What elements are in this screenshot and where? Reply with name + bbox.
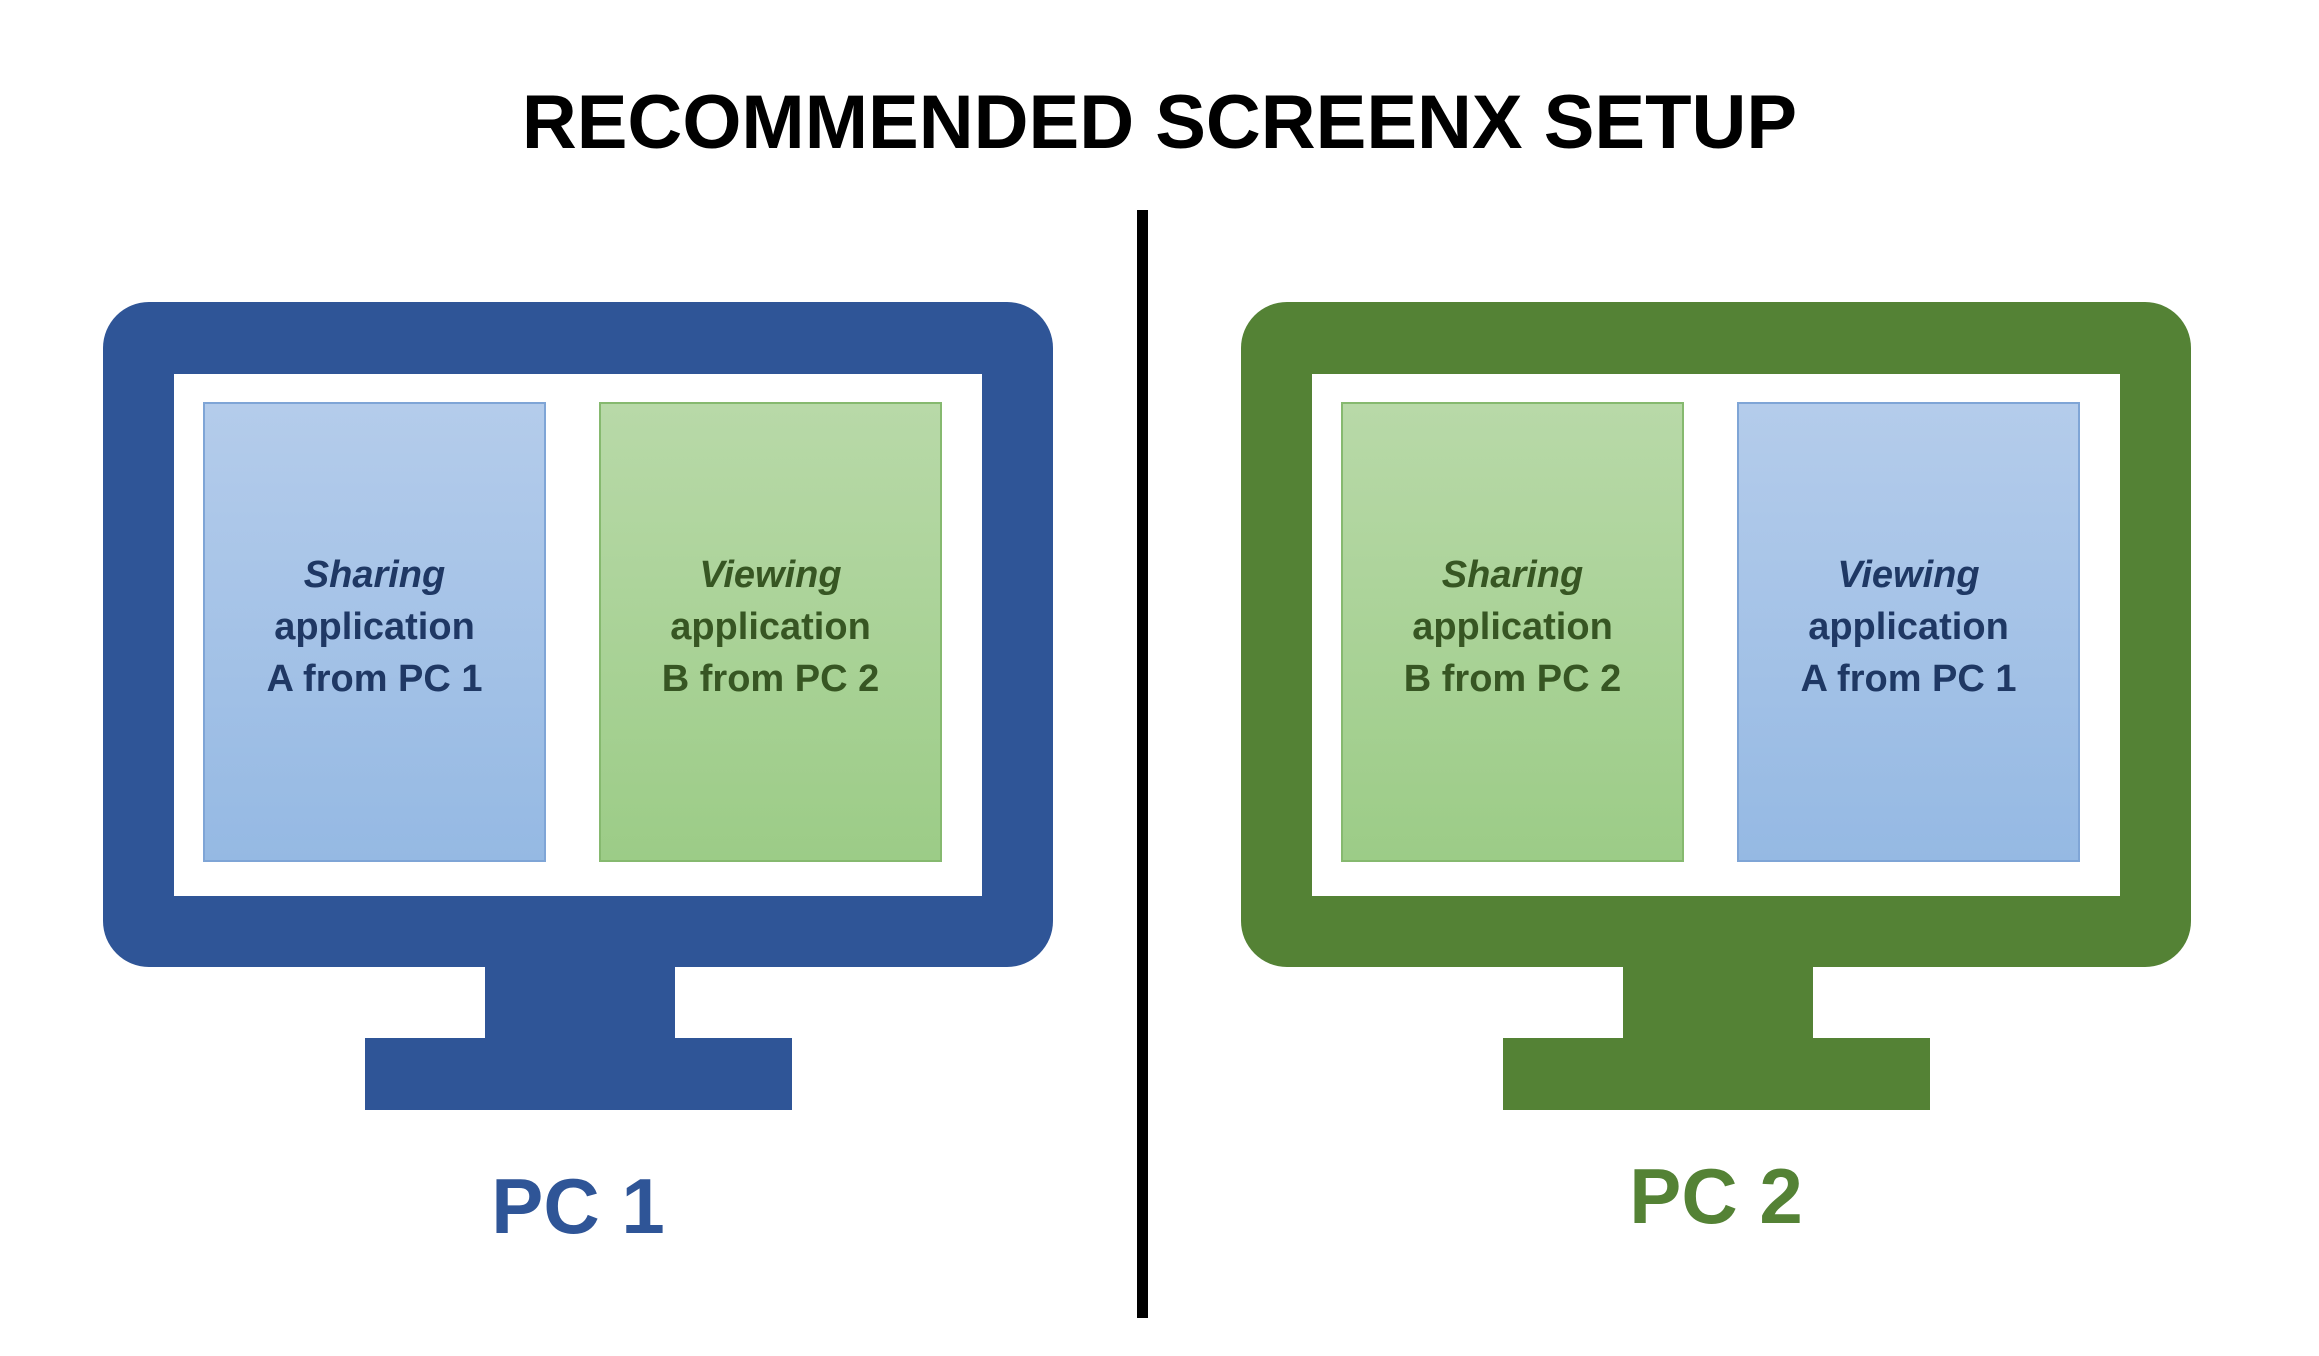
panel-line: application — [1808, 606, 2009, 648]
panel-verb: Viewing — [699, 554, 842, 596]
monitor-neck — [485, 960, 675, 1040]
monitor-neck — [1623, 960, 1813, 1040]
monitor-base — [1503, 1038, 1930, 1110]
panel-line: A from PC 1 — [1800, 658, 2017, 700]
panel-verb: Sharing — [303, 554, 446, 596]
panel-verb: Viewing — [1837, 554, 1980, 596]
monitor-screen: Sharing application B from PC 2 Viewing … — [1312, 374, 2120, 896]
center-divider — [1137, 210, 1148, 1318]
panel-line: A from PC 1 — [266, 658, 483, 700]
panel-verb: Sharing — [1441, 554, 1584, 596]
panel-line: B from PC 2 — [1403, 658, 1622, 700]
monitor-pc1: Sharing application A from PC 1 Viewing … — [103, 0, 1053, 1356]
monitor-bezel: Sharing application A from PC 1 Viewing … — [103, 302, 1053, 967]
panel-viewing-application: Viewing application A from PC 1 — [1737, 402, 2080, 862]
monitor-screen: Sharing application A from PC 1 Viewing … — [174, 374, 982, 896]
monitor-base — [365, 1038, 792, 1110]
monitor-bezel: Sharing application B from PC 2 Viewing … — [1241, 302, 2191, 967]
panel-line: application — [274, 606, 475, 648]
panel-viewing-application: Viewing application B from PC 2 — [599, 402, 942, 862]
diagram-title: RECOMMENDED SCREENX SETUP — [521, 80, 1798, 165]
pc-label: PC 1 — [491, 1162, 665, 1250]
panel-sharing-application: Sharing application A from PC 1 — [203, 402, 546, 862]
pc-label: PC 2 — [1629, 1152, 1803, 1240]
panel-line: application — [670, 606, 871, 648]
panel-line: B from PC 2 — [661, 658, 880, 700]
panel-sharing-application: Sharing application B from PC 2 — [1341, 402, 1684, 862]
monitor-pc2: Sharing application B from PC 2 Viewing … — [1241, 0, 2191, 1356]
panel-line: application — [1412, 606, 1613, 648]
